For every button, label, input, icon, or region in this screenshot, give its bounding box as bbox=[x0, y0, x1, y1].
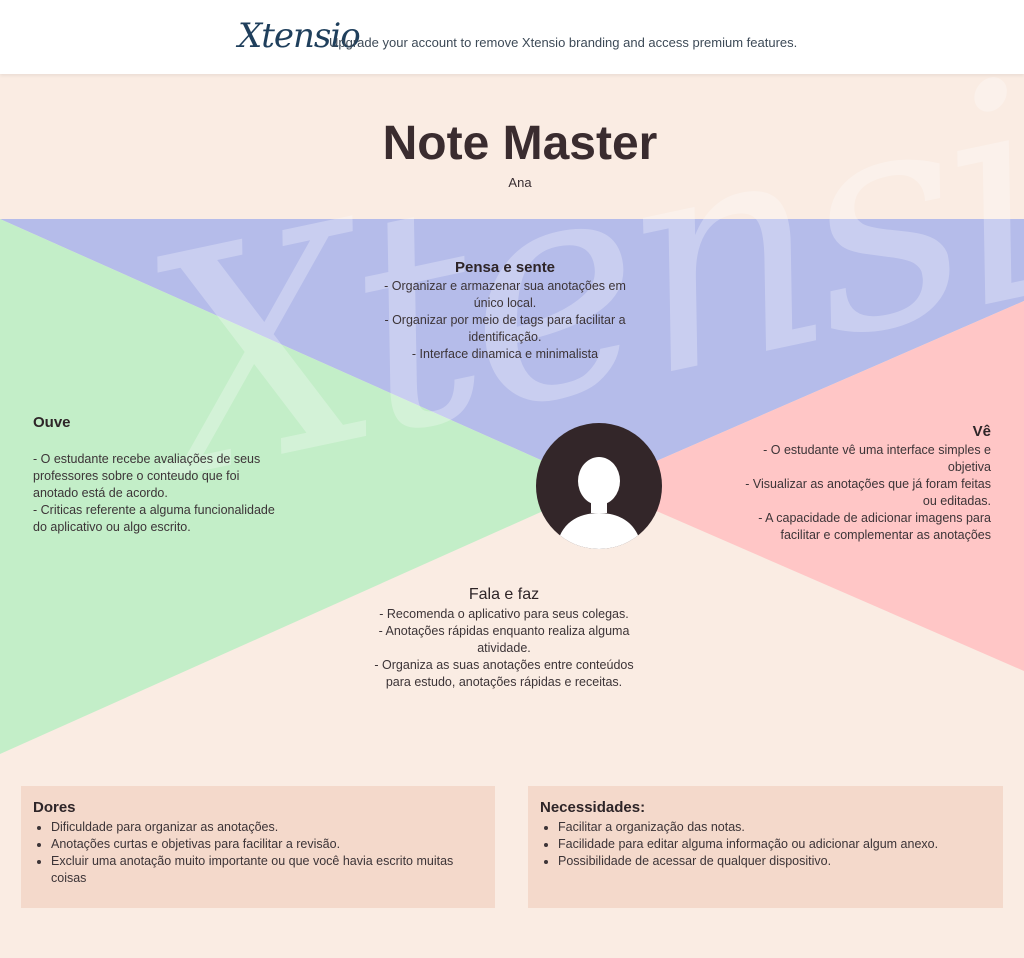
think-feel-item: - Organizar por meio de tags para facili… bbox=[384, 313, 626, 344]
list-item: Excluir uma anotação muito importante ou… bbox=[51, 853, 471, 887]
hear-item: - Criticas referente a alguma funcionali… bbox=[33, 503, 275, 534]
hear-region bbox=[0, 219, 599, 754]
say-do-item: - Recomenda o aplicativo para seus coleg… bbox=[379, 607, 629, 621]
see-title: Vê bbox=[972, 423, 991, 440]
hear-item: - O estudante recebe avaliações de seus … bbox=[33, 452, 261, 500]
see-item: - Visualizar as anotações que já foram f… bbox=[745, 477, 991, 508]
think-feel-item: - Interface dinamica e minimalista bbox=[411, 347, 599, 361]
user-silhouette-icon bbox=[556, 457, 642, 549]
list-item: Possibilidade de acessar de qualquer dis… bbox=[558, 853, 988, 870]
pains-card: Dores Dificuldade para organizar as anot… bbox=[21, 786, 495, 908]
pains-list: Dificuldade para organizar as anotações.… bbox=[33, 819, 483, 887]
page-title: Note Master bbox=[382, 117, 658, 170]
list-item: Facilidade para editar alguma informação… bbox=[558, 836, 988, 853]
pains-title: Dores bbox=[33, 799, 76, 816]
say-do-item: - Organiza as suas anotações entre conte… bbox=[374, 658, 634, 689]
avatar[interactable] bbox=[536, 423, 662, 549]
empathy-map-background bbox=[0, 219, 1024, 754]
title-section: Note Master Ana bbox=[0, 74, 1024, 219]
persona-name: Ana bbox=[508, 175, 532, 190]
say-do-item: - Anotações rápidas enquanto realiza alg… bbox=[378, 624, 630, 655]
upgrade-banner: Xtensio Upgrade your account to remove X… bbox=[0, 0, 1024, 74]
list-item: Anotações curtas e objetivas para facili… bbox=[51, 836, 471, 853]
list-item: Facilitar a organização das notas. bbox=[558, 819, 988, 836]
needs-list: Facilitar a organização das notas. Facil… bbox=[540, 819, 1000, 870]
say-do-section: Fala e faz - Recomenda o aplicativo para… bbox=[372, 586, 636, 691]
hear-section: Ouve - O estudante recebe avaliações de … bbox=[33, 414, 283, 536]
footer-band bbox=[0, 928, 1024, 958]
see-region bbox=[599, 301, 1024, 671]
think-feel-section: Pensa e sente - Organizar e armazenar su… bbox=[380, 259, 630, 363]
list-item: Dificuldade para organizar as anotações. bbox=[51, 819, 471, 836]
think-feel-region bbox=[0, 219, 1024, 486]
xtensio-logo[interactable]: Xtensio bbox=[238, 16, 361, 56]
think-feel-title: Pensa e sente bbox=[454, 259, 556, 276]
see-item: - A capacidade de adicionar imagens para… bbox=[758, 511, 991, 542]
think-feel-item: - Organizar e armazenar sua anotações em… bbox=[384, 279, 626, 310]
upgrade-message[interactable]: Upgrade your account to remove Xtensio b… bbox=[329, 35, 798, 50]
see-item: - O estudante vê uma interface simples e… bbox=[763, 443, 991, 474]
needs-title: Necessidades: bbox=[540, 799, 646, 816]
say-do-title: Fala e faz bbox=[468, 586, 540, 603]
hear-title: Ouve bbox=[33, 414, 71, 431]
needs-card: Necessidades: Facilitar a organização da… bbox=[528, 786, 1003, 908]
see-section: Vê - O estudante vê uma interface simple… bbox=[741, 423, 991, 544]
